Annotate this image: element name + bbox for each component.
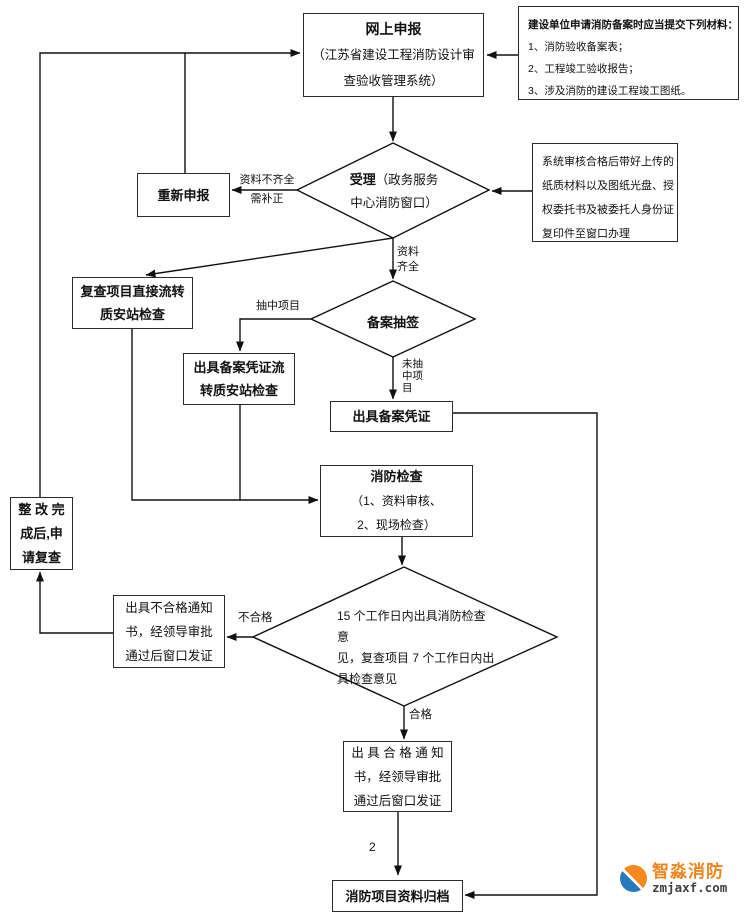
node-fail-notice: 出具不合格通知 书，经领导审批 通过后窗口发证 [113, 595, 225, 668]
node-archive: 消防项目资料归档 [332, 880, 463, 912]
archive-label: 消防项目资料归档 [345, 888, 450, 904]
node-opinion-decision: 15 个工作日内出具消防检查意 见，复查项目 7 个工作日内出 具检查意见 [337, 606, 497, 690]
node-rectify-reapply: 整 改 完 成后,申 请复查 [10, 497, 73, 570]
fire-check-line-1: （1、资料审核、 [351, 494, 442, 508]
materials-item-1: 1、消防验收备案表； [528, 41, 629, 53]
edge-label-selected: 抽中项目 [256, 300, 300, 312]
node-issue-cert-transfer: 出具备案凭证流 转质安站检查 [183, 353, 295, 405]
incomplete-line-1: 资料不齐全 [239, 174, 295, 186]
logo-swoosh-icon [620, 865, 647, 892]
lottery-label: 备案抽签 [366, 315, 419, 330]
fire-check-title: 消防检查 [370, 469, 423, 484]
logo: 智淼消防 zmjaxf.com [620, 862, 727, 895]
fail-notice-line-2: 书，经领导审批 [125, 624, 213, 639]
node-online-apply: 网上申报 （江苏省建设工程消防设计审 查验收管理系统） [303, 13, 484, 97]
edge-label-incomplete: 资料不齐全 需补正 [233, 171, 301, 209]
node-issue-cert: 出具备案凭证 [330, 401, 453, 432]
not-selected-line-2: 中项 [402, 370, 423, 382]
online-apply-subtitle-1: （江苏省建设工程消防设计审 [312, 48, 475, 62]
incomplete-line-2: 需补正 [250, 193, 284, 205]
accept-rest: （政务服务 [375, 173, 439, 187]
complete-line-1: 资料 [397, 246, 419, 258]
accept-title: 受理 [349, 172, 376, 187]
accept-diamond-shape [295, 142, 491, 239]
node-fire-check: 消防检查 （1、资料审核、 2、现场检查） [320, 465, 473, 537]
edge-lottery-selected [236, 318, 311, 352]
opinion-line-1: 15 个工作日内出具消防检查意 [337, 609, 486, 644]
page-number: 2 [369, 840, 376, 854]
edge-fail-notice-to-rectify [36, 571, 113, 634]
logo-domain-text: zmjaxf.com [652, 880, 728, 895]
opinion-line-3: 具检查意见 [337, 672, 398, 686]
edge-label-pass: 合格 [409, 709, 432, 721]
pass-notice-line-3: 通过后窗口发证 [353, 793, 442, 808]
recheck-direct-line-2: 质安站检查 [99, 307, 165, 322]
recheck-direct-line-1: 复查项目直接流转 [80, 284, 185, 299]
materials-item-3: 3、涉及消防的建设工程竣工图纸。 [528, 85, 692, 97]
logo-brand-name: 智淼消防 [652, 862, 724, 881]
issue-cert-transfer-line-2: 转质安站检查 [199, 383, 278, 398]
rectify-line-1: 整 改 完 [18, 501, 65, 517]
pass-notice-line-2: 书，经领导审批 [353, 769, 442, 784]
not-selected-line-3: 目 [402, 382, 413, 394]
edge-label-not-selected: 未抽 中项 目 [402, 358, 430, 394]
note-required-materials: 建设单位申请消防备案时应当提交下列材料： 1、消防验收备案表； 2、工程竣工验收… [518, 6, 739, 100]
fire-check-line-2: 2、现场检查） [357, 518, 436, 532]
accept-line-2: 中心消防窗口） [350, 196, 438, 210]
lottery-diamond-shape [309, 280, 477, 358]
not-selected-line-1: 未抽 [402, 358, 423, 370]
opinion-diamond-shape [251, 566, 559, 707]
online-apply-title: 网上申报 [365, 21, 422, 37]
issue-cert-transfer-line-1: 出具备案凭证流 [193, 360, 285, 375]
system-note-line-4: 复印件至窗口办理 [542, 228, 630, 240]
rectify-line-2: 成后,申 [20, 525, 63, 541]
edge-label-fail: 不合格 [238, 612, 273, 624]
note-window-handling: 系统审核合格后带好上传的 纸质材料以及图纸光盘、授 权委托书及被委托人身份证 复… [532, 143, 678, 242]
edge-merge-to-fire-check [131, 329, 319, 504]
complete-line-2: 齐全 [397, 261, 419, 273]
edge-accept-to-recheck-direct [145, 237, 394, 278]
accept-line-1: 受理（政务服务 [336, 168, 452, 192]
materials-heading: 建设单位申请消防备案时应当提交下列材料： [528, 19, 738, 31]
node-pass-notice: 出 具 合 格 通 知 书，经领导审批 通过后窗口发证 [343, 741, 452, 812]
edge-issue-cert-to-archive [453, 412, 598, 899]
node-reapply: 重新申报 [137, 173, 230, 217]
online-apply-subtitle-2: 查验收管理系统） [343, 74, 444, 88]
fail-notice-line-3: 通过后窗口发证 [125, 648, 213, 663]
opinion-line-2: 见，复查项目 7 个工作日内出 [337, 651, 495, 665]
system-note-line-3: 权委托书及被委托人身份证 [542, 204, 674, 216]
rectify-line-3: 请复查 [21, 549, 61, 565]
system-note-line-2: 纸质材料以及图纸光盘、授 [542, 180, 674, 192]
node-recheck-direct-transfer: 复查项目直接流转 质安站检查 [72, 277, 193, 329]
node-lottery-decision: 备案抽签 [343, 312, 443, 331]
node-accept-decision: 受理（政务服务 中心消防窗口） [336, 168, 452, 215]
issue-cert-label: 出具备案凭证 [352, 409, 431, 424]
fail-notice-line-1: 出具不合格通知 [125, 600, 213, 615]
system-note-line-1: 系统审核合格后带好上传的 [542, 156, 674, 168]
pass-notice-line-1: 出 具 合 格 通 知 [351, 745, 444, 760]
logo-text-block: 智淼消防 zmjaxf.com [652, 862, 727, 895]
reapply-label: 重新申报 [157, 187, 210, 203]
edge-label-complete: 资料 齐全 [397, 245, 419, 275]
edge-rectify-to-online-apply [39, 49, 301, 497]
materials-item-2: 2、工程竣工验收报告； [528, 63, 639, 75]
